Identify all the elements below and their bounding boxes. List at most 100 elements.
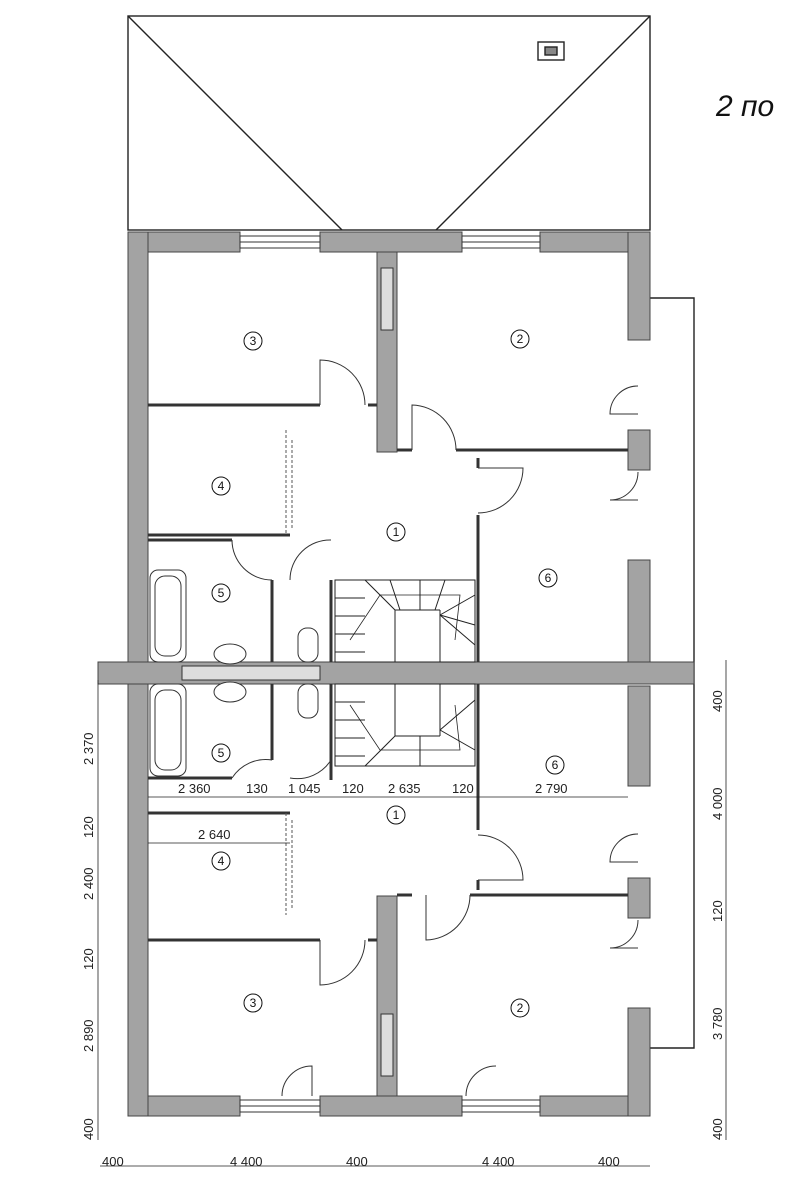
bathtub-inner-icon (154, 575, 182, 657)
room-label-r3-top: 3 (243, 331, 263, 351)
door-swing (609, 385, 639, 415)
chimney-duct (380, 1013, 394, 1077)
door-swing (289, 539, 332, 581)
stair-tread (439, 594, 476, 616)
room-label-r2-top: 2 (510, 329, 530, 349)
room-circle (386, 522, 406, 542)
door-swing (231, 759, 273, 779)
room-label-r6-bot: 6 (545, 755, 565, 775)
dim-left: 120 (81, 816, 96, 838)
room-circle (211, 743, 231, 763)
door-swing (465, 1065, 497, 1097)
dim-right: 400 (710, 690, 725, 712)
room-circle (211, 851, 231, 871)
room-number: 2 (517, 332, 524, 346)
dim-bottom: 4 400 (482, 1154, 515, 1169)
door-swing (425, 894, 471, 941)
dim-inner: 1 045 (288, 781, 321, 796)
room-label-r5-bot: 5 (211, 743, 231, 763)
room-number: 1 (393, 525, 400, 539)
door-swing (609, 833, 639, 863)
dim-room4: 2 640 (198, 827, 231, 842)
fixtures (149, 267, 394, 1077)
roof-ridge-line (435, 15, 651, 231)
room-label-r4-top: 4 (211, 476, 231, 496)
door-swing (609, 919, 639, 949)
room-circle (211, 583, 231, 603)
room-circle (538, 568, 558, 588)
room-label-r2-bot: 2 (510, 998, 530, 1018)
dim-inner: 2 360 (178, 781, 211, 796)
room-number: 6 (545, 571, 552, 585)
stair-tread (439, 699, 476, 731)
dimension-lines (97, 660, 727, 1167)
door-swing (289, 759, 332, 780)
wall (627, 559, 651, 667)
partitions (148, 403, 628, 942)
door-swing (319, 939, 366, 986)
dim-bottom: 400 (102, 1154, 124, 1169)
room-number: 4 (218, 854, 225, 868)
dim-inner: 2 790 (535, 781, 568, 796)
roof (127, 15, 651, 231)
bathtub-inner-icon (154, 689, 182, 771)
dim-left: 400 (81, 1118, 96, 1140)
wall (627, 429, 651, 471)
room-number: 5 (218, 746, 225, 760)
stair-arrow (349, 704, 461, 751)
roof-outline (127, 15, 651, 231)
room-label-r1-bot: 1 (386, 805, 406, 825)
room-number: 2 (517, 1001, 524, 1015)
dim-right: 400 (710, 1118, 725, 1140)
room-circle (545, 755, 565, 775)
stair-tread (439, 614, 476, 646)
wall (627, 685, 651, 787)
dim-inner: 120 (342, 781, 364, 796)
door-swing (411, 404, 457, 451)
stairs (334, 579, 476, 767)
dim-inner: 130 (246, 781, 268, 796)
room-number: 4 (218, 479, 225, 493)
room-label-r1-top: 1 (386, 522, 406, 542)
wardrobes (285, 430, 293, 915)
door-swing (281, 1065, 313, 1097)
roof-ridge-line (127, 15, 343, 231)
room-circle (243, 331, 263, 351)
toilet-icon (297, 627, 319, 663)
door-swing (609, 471, 639, 501)
floor-title: 2 по (716, 90, 775, 123)
door-swing (477, 834, 524, 881)
dim-bottom: 4 400 (230, 1154, 263, 1169)
room-label-r3-bot: 3 (243, 993, 263, 1013)
wall (319, 231, 463, 253)
chimney-vent-icon (544, 46, 558, 56)
door-swing (477, 467, 524, 514)
wall (319, 1095, 463, 1117)
dim-inner: 120 (452, 781, 474, 796)
dimension-text: 400 4 400 400 4 400 400 2 360 130 1 045 … (81, 690, 725, 1169)
room-circle (386, 805, 406, 825)
dim-bottom: 400 (346, 1154, 368, 1169)
door-swing (319, 359, 366, 406)
room-circle (211, 476, 231, 496)
room-circle (510, 329, 530, 349)
room-labels: 1 2 3 4 5 6 1 2 3 4 5 6 (211, 329, 565, 1018)
dim-right: 3 780 (710, 1007, 725, 1040)
dim-inner: 2 635 (388, 781, 421, 796)
chimney-duct (380, 267, 394, 331)
room-label-r6-top: 6 (538, 568, 558, 588)
dim-left: 2 400 (81, 867, 96, 900)
dim-left: 2 370 (81, 732, 96, 765)
toilet-icon (297, 683, 319, 719)
door-swing (231, 539, 273, 581)
room-number: 3 (250, 996, 257, 1010)
chimney-icon (537, 41, 565, 61)
stair-tread (439, 729, 476, 751)
stair-block (334, 683, 476, 767)
room-label-r5-top: 5 (211, 583, 231, 603)
stair-block (334, 579, 476, 663)
windows (239, 235, 541, 1113)
wall (627, 877, 651, 919)
dim-right: 120 (710, 900, 725, 922)
